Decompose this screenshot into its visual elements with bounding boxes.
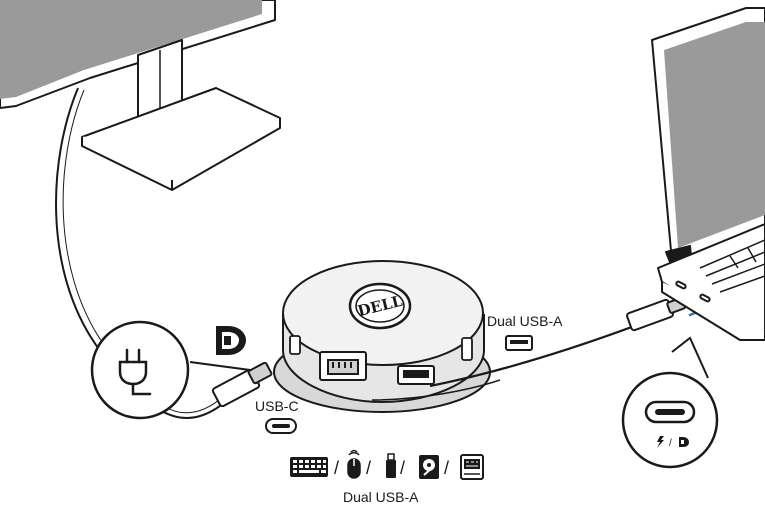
displayport-logo-icon <box>216 326 246 355</box>
keyboard-icon <box>290 457 328 477</box>
device-separator: / <box>444 458 449 478</box>
usb-c-port-icon-small <box>265 418 297 434</box>
power-plug-icon <box>118 348 152 396</box>
ssd-icon <box>460 454 484 480</box>
monitor-screen <box>0 0 262 99</box>
usb-c-label: USB-C <box>255 398 299 414</box>
dock-hdmi-port <box>289 335 301 355</box>
laptop <box>651 7 765 341</box>
mouse-icon <box>347 449 361 479</box>
dual-usb-a-label: Dual USB-A <box>487 313 563 329</box>
device-separator: / <box>334 458 339 478</box>
device-separator: / <box>366 458 371 478</box>
power-callout <box>90 320 254 420</box>
port-callout: / <box>621 336 719 469</box>
laptop-screen <box>664 22 765 248</box>
dock-ethernet-port <box>319 351 367 381</box>
callout-separator: / <box>669 438 672 449</box>
usb-c-plug <box>211 361 273 408</box>
usb-c-port-icon <box>644 400 696 424</box>
displayport-icon <box>679 437 689 447</box>
laptop-usb-c-plug <box>626 297 687 332</box>
usb-a-port-icon <box>505 335 533 351</box>
hard-disk-icon <box>419 455 439 479</box>
thunderbolt-icon <box>657 436 664 448</box>
dock-usb-a-port <box>397 365 435 385</box>
dock <box>273 260 491 413</box>
dual-usb-a-label-bottom: Dual USB-A <box>343 489 419 505</box>
laptop-cable <box>429 322 641 388</box>
monitor <box>0 0 281 191</box>
usb-flash-drive-icon <box>386 453 396 478</box>
device-separator: / <box>400 458 405 478</box>
dock-side-port <box>461 337 473 361</box>
